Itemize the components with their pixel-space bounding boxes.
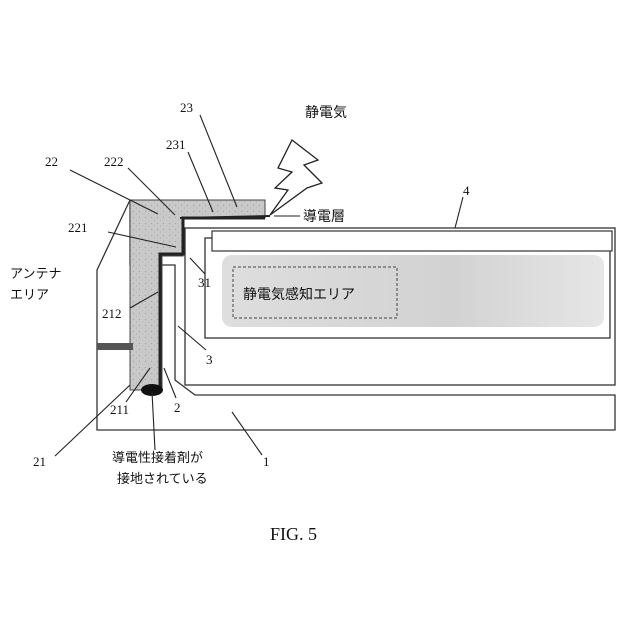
label-1: 1 (263, 454, 270, 469)
label-211: 211 (110, 402, 129, 417)
label-221: 221 (68, 220, 88, 235)
label-antenna-area-1: アンテナ (10, 267, 61, 282)
label-antenna-area-2: エリア (10, 288, 49, 303)
label-4: 4 (463, 183, 470, 198)
label-2: 2 (174, 400, 181, 415)
label-sensing-area: 静電気感知エリア (243, 286, 355, 303)
label-21: 21 (33, 454, 46, 469)
label-222: 222 (104, 154, 124, 169)
label-23: 23 (180, 100, 193, 115)
label-212: 212 (102, 306, 122, 321)
lightning-bolt-icon (270, 140, 322, 215)
label-static-electricity: 静電気 (305, 105, 347, 121)
label-3: 3 (206, 352, 213, 367)
label-31: 31 (198, 275, 211, 290)
ground-bar (97, 343, 133, 350)
label-conductive-layer: 導電層 (303, 209, 345, 225)
label-adhesive-2: 接地されている (117, 471, 208, 487)
label-adhesive-1: 導電性接着剤が (112, 450, 203, 466)
label-22: 22 (45, 154, 58, 169)
display-top-strip (212, 231, 612, 251)
figure-caption: FIG. 5 (270, 524, 317, 544)
label-231: 231 (166, 137, 186, 152)
